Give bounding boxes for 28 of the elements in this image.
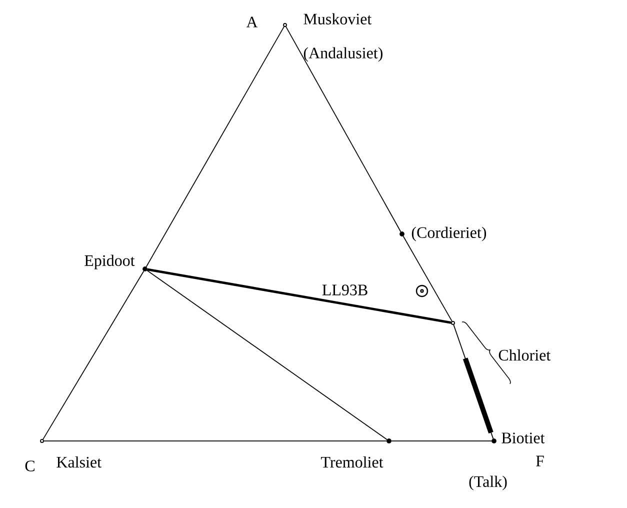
phase-point — [400, 232, 404, 236]
tie-line — [42, 270, 144, 440]
phase-label: C — [25, 460, 34, 472]
phase-label: Tremoliet — [321, 456, 384, 468]
phase-label: Muskoviet (Andalusiet) — [304, 13, 382, 62]
mineral-label: Chloriet — [498, 349, 551, 361]
tie-line — [391, 440, 492, 442]
phase-label: (Talk) — [469, 476, 507, 490]
tie-line — [146, 270, 388, 440]
tie-line — [146, 26, 284, 268]
sample-label: LL93B — [322, 284, 368, 296]
phase-label: Epidoot — [84, 254, 135, 270]
phase-point — [40, 439, 44, 443]
tie-line — [402, 236, 452, 322]
tie-line — [147, 268, 452, 324]
phase-label: Kalsiet — [56, 456, 102, 468]
phase-label: F — [536, 456, 544, 466]
phase-label: A — [246, 16, 258, 28]
phase-point — [386, 438, 392, 444]
phase-point — [283, 23, 287, 27]
tie-line — [286, 26, 402, 232]
phase-point — [142, 266, 148, 272]
tie-line — [453, 324, 494, 440]
phase-label: Biotiet — [502, 432, 545, 444]
phase-label: (Cordieriet) — [412, 226, 486, 242]
phase-point — [492, 438, 496, 444]
tie-line — [44, 440, 387, 442]
phase-point — [451, 321, 455, 325]
